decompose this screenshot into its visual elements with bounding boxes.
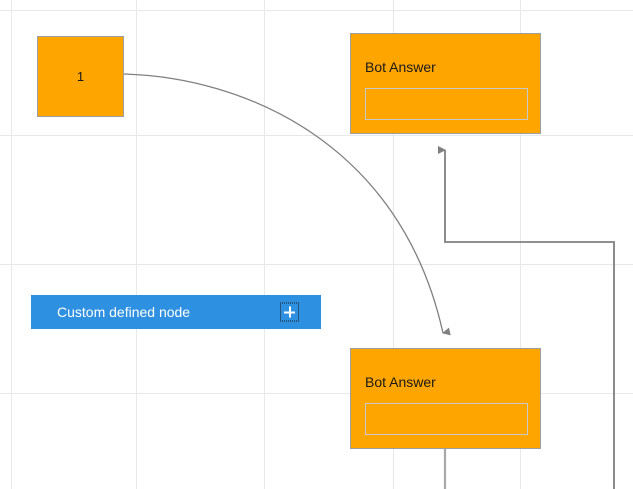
node-content-slot[interactable]	[365, 403, 528, 435]
plus-icon[interactable]	[280, 302, 299, 322]
node-title: Bot Answer	[365, 59, 436, 75]
palette-item-custom-defined-node[interactable]: Custom defined node	[31, 295, 321, 329]
connector-curve-node1-to-bot-answer-bottom[interactable]	[123, 73, 451, 336]
node-bot-answer-top[interactable]: Bot Answer	[350, 33, 541, 134]
palette-item-label: Custom defined node	[57, 304, 191, 320]
node-title: Bot Answer	[365, 374, 436, 390]
connector-ortho-to-bot-answer-top[interactable]	[438, 146, 615, 489]
node-bot-answer-bottom[interactable]: Bot Answer	[350, 348, 541, 449]
plus-icon-bar-vertical	[288, 306, 291, 318]
node-numbered-1[interactable]: 1	[37, 36, 124, 117]
node-content-slot[interactable]	[365, 88, 528, 120]
node-index-label: 1	[76, 69, 85, 84]
